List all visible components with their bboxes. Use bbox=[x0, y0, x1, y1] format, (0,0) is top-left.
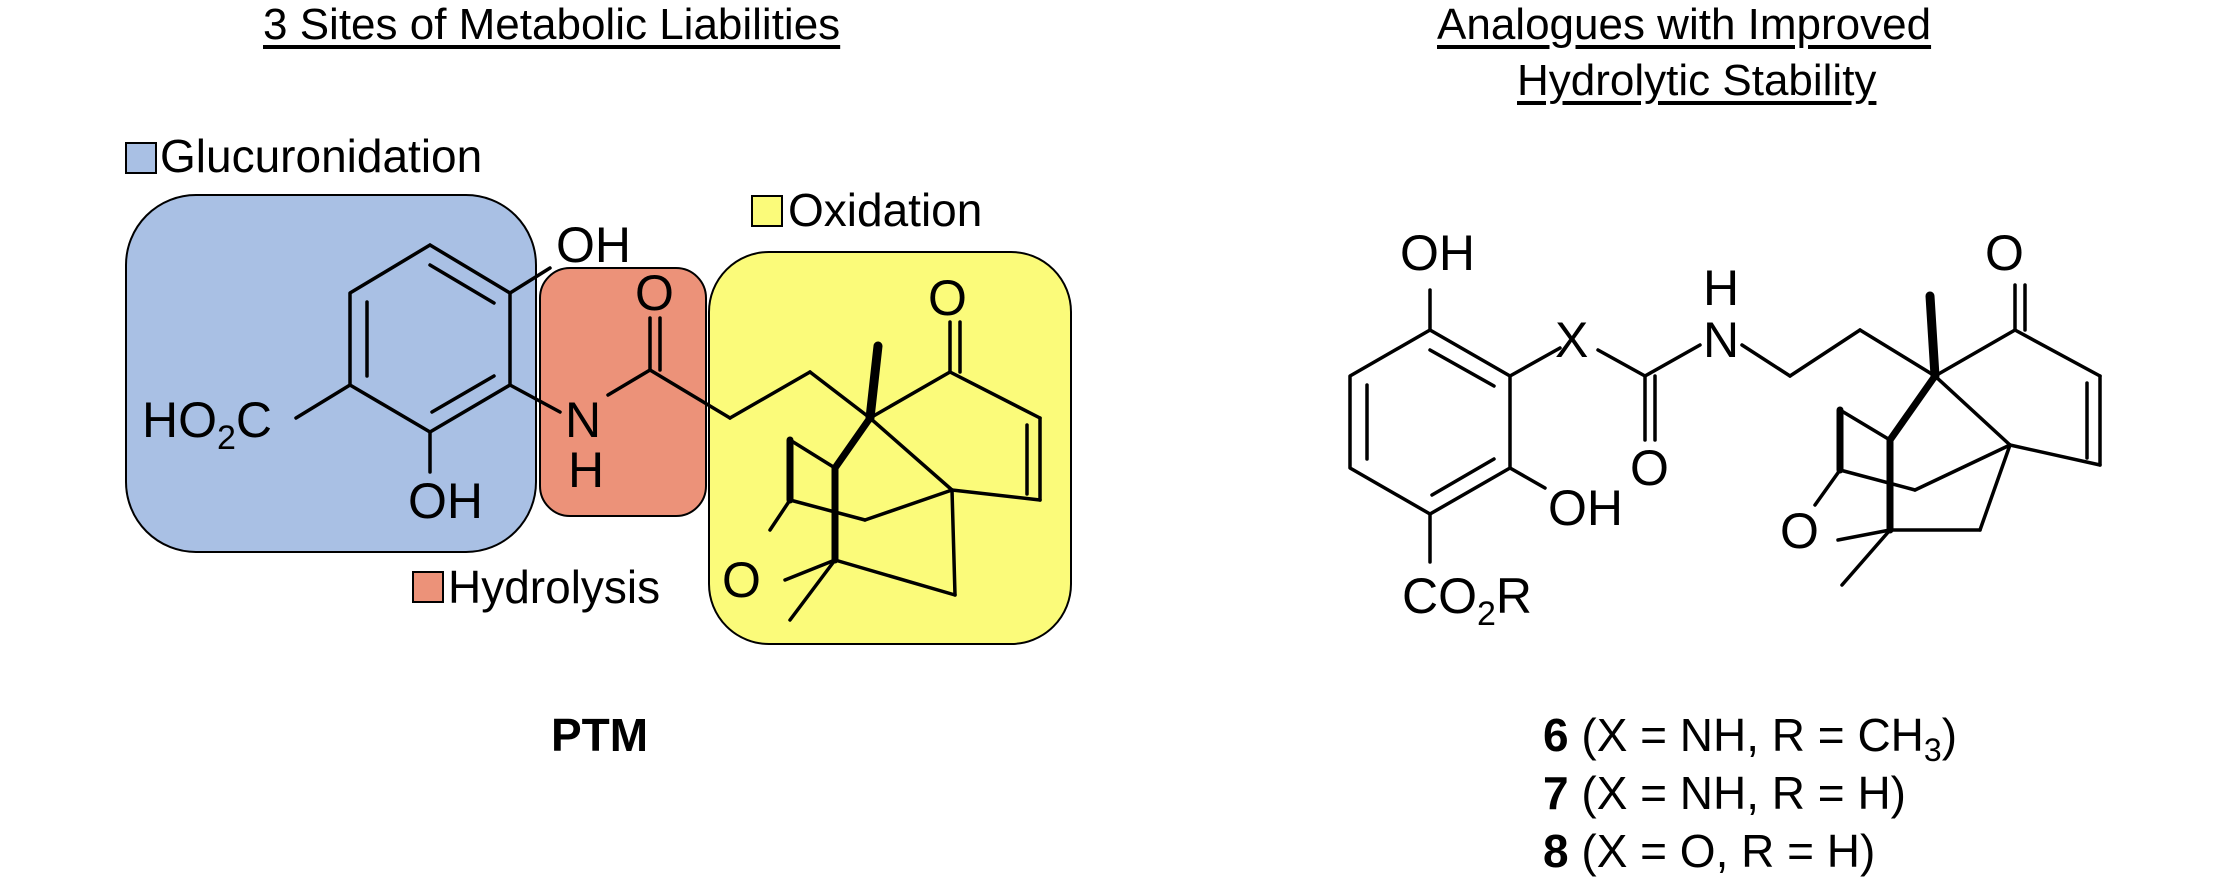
compound-desc: (X = NH, R = CH bbox=[1568, 709, 1924, 761]
ptm-ketone-o: O bbox=[928, 270, 967, 326]
compound-number: 6 bbox=[1543, 709, 1569, 761]
hydrolysis-swatch bbox=[412, 571, 444, 603]
compound-desc-end: ) bbox=[1941, 709, 1958, 761]
analogue-oh-top: OH bbox=[1400, 225, 1475, 281]
compound-7-label: 7 (X = NH, R = H) bbox=[1543, 766, 1906, 820]
oxidation-region bbox=[708, 251, 1072, 645]
analogue-atom-labels: OH X H N O OH CO2R O O bbox=[1400, 225, 2024, 633]
compound-desc: (X = NH, R = H) bbox=[1568, 767, 1906, 819]
analogue-nh-n: N bbox=[1703, 312, 1739, 368]
oxidation-legend-label: Oxidation bbox=[788, 184, 982, 236]
ptm-amide-o: O bbox=[635, 265, 674, 321]
compound-number: 8 bbox=[1543, 825, 1569, 877]
analogue-ester-label: CO2R bbox=[1402, 568, 1532, 633]
ptm-oh-bottom: OH bbox=[408, 473, 483, 529]
ptm-amide-h: H bbox=[568, 442, 604, 498]
ptm-ether-o: O bbox=[722, 552, 761, 608]
analogue-oh-bottom: OH bbox=[1548, 480, 1623, 536]
compound-number: 7 bbox=[1543, 767, 1569, 819]
compound-desc: (X = O, R = H) bbox=[1568, 825, 1876, 877]
oxidation-swatch bbox=[751, 195, 783, 227]
right-panel-heading-line2: Hydrolytic Stability bbox=[1517, 56, 1877, 105]
analogue-x: X bbox=[1555, 312, 1588, 368]
glucuronidation-legend-label: Glucuronidation bbox=[160, 130, 482, 182]
analogue-carbonyl-o: O bbox=[1630, 440, 1669, 496]
compound-8-label: 8 (X = O, R = H) bbox=[1543, 824, 1875, 878]
right-panel-heading-line1: Analogues with Improved bbox=[1437, 0, 1932, 49]
left-panel-heading: 3 Sites of Metabolic Liabilities bbox=[263, 0, 841, 49]
ptm-structure bbox=[294, 243, 1042, 622]
ptm-compound-label: PTM bbox=[551, 709, 649, 761]
compound-desc-sub: 3 bbox=[1923, 732, 1942, 769]
ptm-acid-label: HO2C bbox=[142, 392, 272, 457]
ptm-atom-labels: OH OH HO2C O N H O O bbox=[142, 217, 967, 608]
compound-6-label: 6 (X = NH, R = CH3) bbox=[1543, 708, 1957, 769]
hydrolysis-legend-label: Hydrolysis bbox=[448, 561, 660, 613]
glucuronidation-swatch bbox=[125, 142, 157, 174]
analogue-nh-h: H bbox=[1703, 260, 1739, 316]
analogue-structure bbox=[1348, 283, 2102, 587]
analogue-ketone-o: O bbox=[1985, 225, 2024, 281]
ptm-amide-n: N bbox=[565, 392, 601, 448]
hydrolysis-region bbox=[539, 267, 707, 517]
analogue-ether-o: O bbox=[1780, 503, 1819, 559]
glucuronidation-region bbox=[125, 194, 537, 553]
ptm-oh-top: OH bbox=[556, 217, 631, 273]
